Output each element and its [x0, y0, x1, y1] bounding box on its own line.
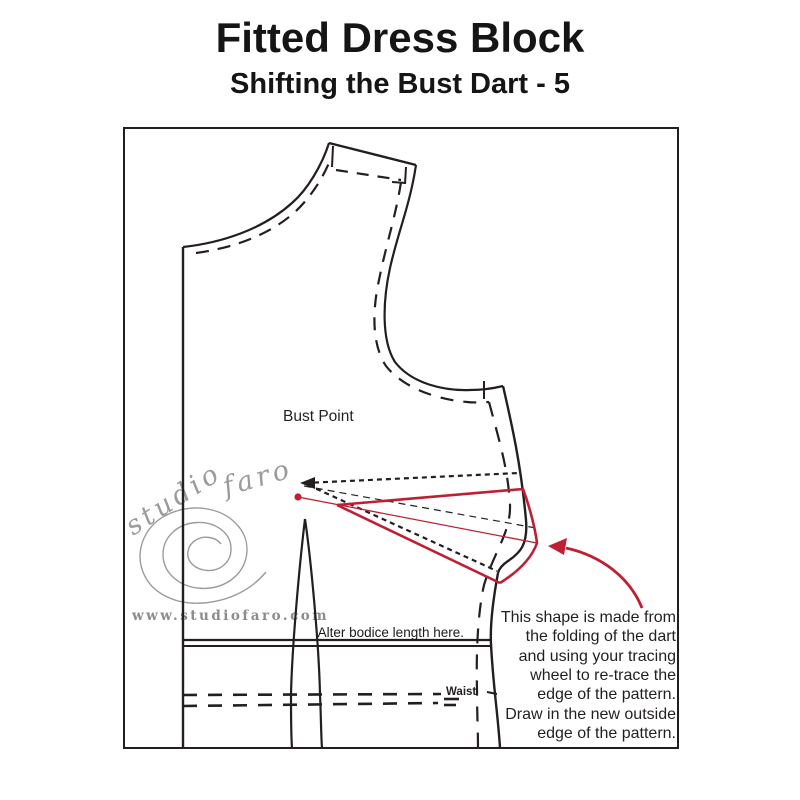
page-title: Fitted Dress Block — [215, 14, 585, 61]
annotation-line: and using your tracing — [519, 648, 676, 665]
new-dart-centre-line — [297, 496, 538, 544]
annotation-line: the folding of the dart — [526, 628, 677, 645]
waist-dart-right-leg — [303, 518, 324, 749]
armhole-solid — [383, 164, 504, 392]
shoulder-seam — [328, 141, 417, 167]
original-shoulder-dashed — [335, 168, 402, 182]
alter-length-label: Alter bodice length here. — [318, 625, 464, 640]
shift-direction-arrowhead — [300, 477, 315, 489]
page-subtitle: Shifting the Bust Dart - 5 — [230, 68, 570, 100]
new-dart-upper-leg — [336, 487, 524, 507]
annotation-line: edge of the pattern. — [537, 725, 676, 742]
new-dart-folded-edge — [499, 488, 539, 585]
waistline-dashed-upper — [182, 692, 442, 697]
bust-point-label: Bust Point — [283, 408, 354, 425]
waist-dart-left-leg — [289, 518, 307, 749]
bust-point-marker — [294, 493, 302, 501]
studio-faro-watermark — [139, 507, 267, 604]
annotation-line: edge of the pattern. — [537, 686, 676, 703]
shoulder-tip-notch-horizontal — [391, 181, 407, 184]
new-dart-lower-leg — [336, 503, 501, 585]
annotation-line: This shape is made from — [501, 609, 676, 626]
annotation-line: Draw in the new outside — [505, 706, 676, 723]
annotation-arrow-curve — [565, 546, 644, 609]
annotation-arrowhead — [548, 538, 567, 555]
original-armhole-dashed — [373, 181, 490, 404]
side-waist-notch — [486, 691, 498, 695]
watermark-word-studio: studio — [120, 457, 228, 542]
annotation-text-block: This shape is made from the folding of t… — [501, 609, 677, 742]
side-seam-upper — [496, 385, 528, 574]
watermark-url: www.studiofaro.com — [131, 608, 329, 624]
side-seam-lower — [489, 572, 502, 749]
shoulder-tip-notch-vertical — [404, 166, 407, 185]
shoulder-neck-notch — [331, 145, 334, 168]
dart-shift-guide-upper-dotted — [304, 471, 520, 485]
neckline-solid — [182, 142, 331, 249]
original-side-seam-dashed — [475, 401, 512, 749]
watermark-spiral — [139, 507, 267, 604]
watermark-word-faro: faro — [217, 453, 296, 503]
waistline-dashed-lower — [182, 701, 439, 708]
waist-label: Waist — [446, 686, 476, 698]
dart-centre-guide-thin-dashed — [303, 485, 537, 529]
annotation-line: wheel to re-trace the — [529, 667, 676, 684]
dart-shift-guide-lower-dotted — [307, 483, 498, 573]
diagram-border — [123, 127, 679, 749]
original-neckline-dashed — [195, 157, 333, 255]
